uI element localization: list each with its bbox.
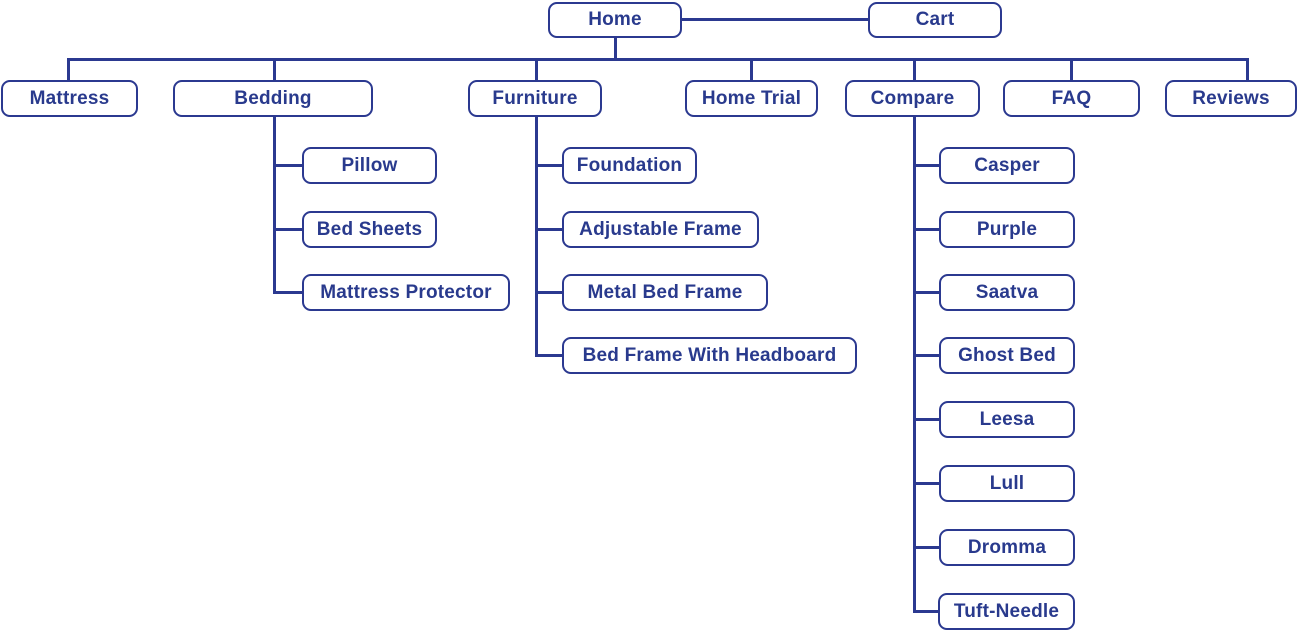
connector-stub-leesa — [913, 418, 939, 421]
connector-drop-home-trial — [750, 58, 753, 80]
connector-stub-bed-frame-with-headboard — [535, 354, 562, 357]
node-bed-frame-with-headboard: Bed Frame With Headboard — [562, 337, 857, 374]
connector-stub-bed-sheets — [273, 228, 302, 231]
node-purple: Purple — [939, 211, 1075, 248]
node-ghost-bed: Ghost Bed — [939, 337, 1075, 374]
connector-stub-tuft-needle — [913, 610, 939, 613]
connector-drop-bedding — [273, 58, 276, 80]
connector-drop-furniture — [535, 58, 538, 80]
node-tuft-needle: Tuft-Needle — [938, 593, 1075, 630]
connector-compare-trunk — [913, 117, 916, 613]
node-pillow: Pillow — [302, 147, 437, 184]
connector-drop-mattress — [67, 58, 70, 80]
node-bed-sheets: Bed Sheets — [302, 211, 437, 248]
node-mattress: Mattress — [1, 80, 138, 117]
connector-stub-adjustable-frame — [535, 228, 562, 231]
node-bedding: Bedding — [173, 80, 373, 117]
connector-stub-metal-bed-frame — [535, 291, 562, 294]
connector-stub-foundation — [535, 164, 562, 167]
node-faq: FAQ — [1003, 80, 1140, 117]
connector-bedding-trunk — [273, 117, 276, 294]
connector-home-cart — [682, 18, 868, 21]
connector-stub-ghost-bed — [913, 354, 939, 357]
node-adjustable-frame: Adjustable Frame — [562, 211, 759, 248]
node-saatva: Saatva — [939, 274, 1075, 311]
node-reviews: Reviews — [1165, 80, 1297, 117]
node-home: Home — [548, 2, 682, 38]
node-compare: Compare — [845, 80, 980, 117]
node-foundation: Foundation — [562, 147, 697, 184]
connector-stub-pillow — [273, 164, 302, 167]
connector-main-rail — [67, 58, 1249, 61]
node-metal-bed-frame: Metal Bed Frame — [562, 274, 768, 311]
node-dromma: Dromma — [939, 529, 1075, 566]
connector-stub-purple — [913, 228, 939, 231]
node-home-trial: Home Trial — [685, 80, 818, 117]
node-lull: Lull — [939, 465, 1075, 502]
node-casper: Casper — [939, 147, 1075, 184]
connector-drop-faq — [1070, 58, 1073, 80]
connector-furniture-trunk — [535, 117, 538, 357]
connector-stub-saatva — [913, 291, 939, 294]
node-mattress-protector: Mattress Protector — [302, 274, 510, 311]
connector-stub-lull — [913, 482, 939, 485]
connector-stub-casper — [913, 164, 939, 167]
connector-home-trunk — [614, 37, 617, 59]
connector-drop-reviews — [1246, 58, 1249, 80]
node-furniture: Furniture — [468, 80, 602, 117]
node-leesa: Leesa — [939, 401, 1075, 438]
connector-stub-mattress-protector — [273, 291, 302, 294]
connector-drop-compare — [913, 58, 916, 80]
connector-stub-dromma — [913, 546, 939, 549]
node-cart: Cart — [868, 2, 1002, 38]
